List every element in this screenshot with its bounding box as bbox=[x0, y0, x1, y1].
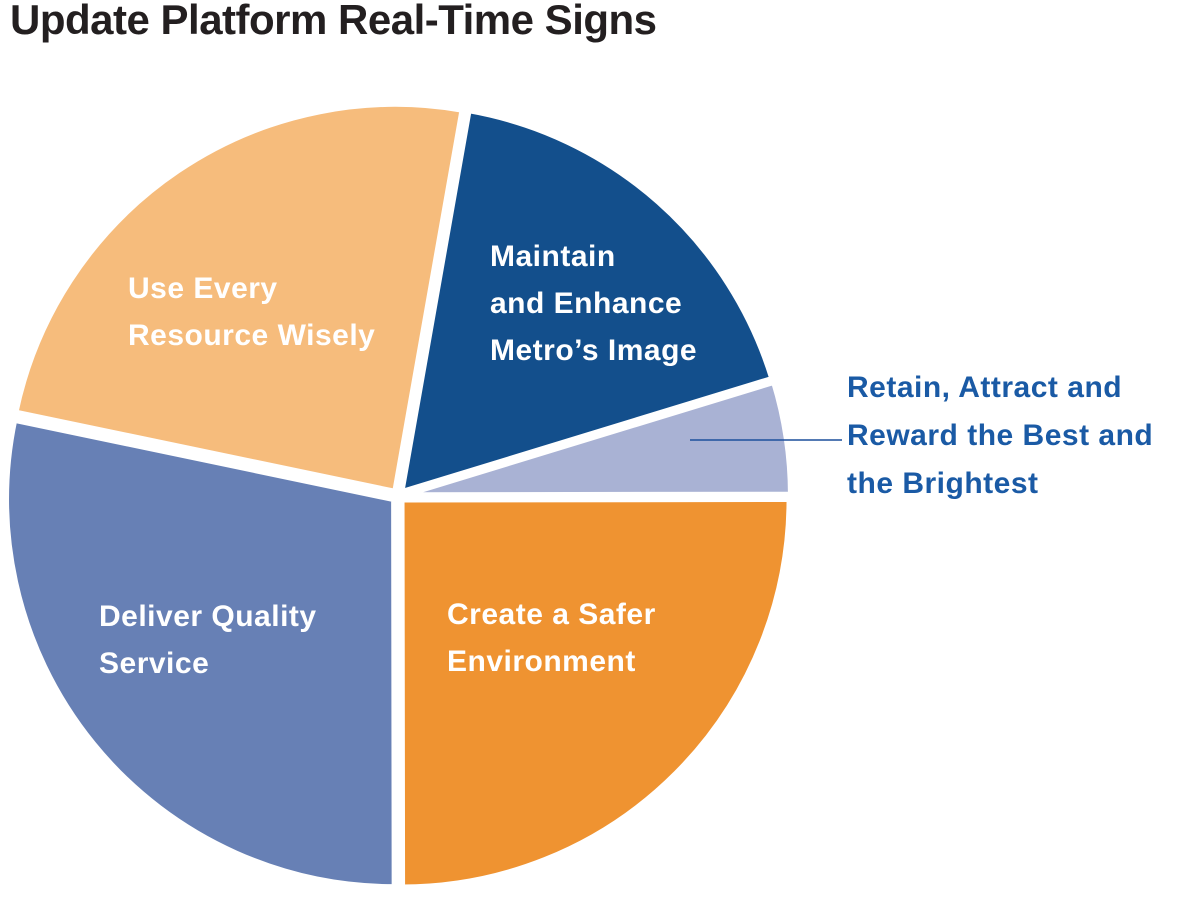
slice-label-line: Metro’s Image bbox=[490, 334, 698, 367]
slice-label-create-a-safer-environment: Create a Safer Environment bbox=[447, 591, 656, 685]
pie-slice-1 bbox=[399, 378, 794, 499]
pie-slice-2 bbox=[398, 495, 793, 891]
slice-label-line: and Enhance bbox=[490, 287, 683, 320]
slice-label-maintain-and-enhance-metros-image: Maintain and Enhance Metro’s Image bbox=[490, 233, 697, 374]
slice-label-line: Deliver Quality bbox=[99, 600, 317, 633]
page-title: Update Platform Real-Time Signs bbox=[10, 0, 657, 43]
slice-label-line: Use Every bbox=[128, 272, 278, 305]
slice-label-line: Create a Safer bbox=[447, 598, 656, 631]
slice-label-line: Resource Wisely bbox=[128, 319, 376, 352]
pie-slice-0 bbox=[398, 107, 776, 496]
pie-slice-4 bbox=[12, 100, 466, 495]
slice-label-line: Reward the Best and bbox=[847, 419, 1154, 452]
slice-label-retain-attract-reward: Retain, Attract and Reward the Best and … bbox=[847, 364, 1153, 508]
slice-label-deliver-quality-service: Deliver Quality Service bbox=[99, 593, 317, 687]
slice-label-line: Maintain bbox=[490, 240, 616, 273]
slice-label-line: Retain, Attract and bbox=[847, 371, 1123, 404]
slice-label-use-every-resource-wisely: Use Every Resource Wisely bbox=[128, 265, 375, 359]
slice-label-line: Environment bbox=[447, 645, 636, 678]
pie-slice-3 bbox=[3, 416, 398, 891]
slice-label-line: the Brightest bbox=[847, 467, 1039, 500]
slice-label-line: Service bbox=[99, 647, 210, 680]
